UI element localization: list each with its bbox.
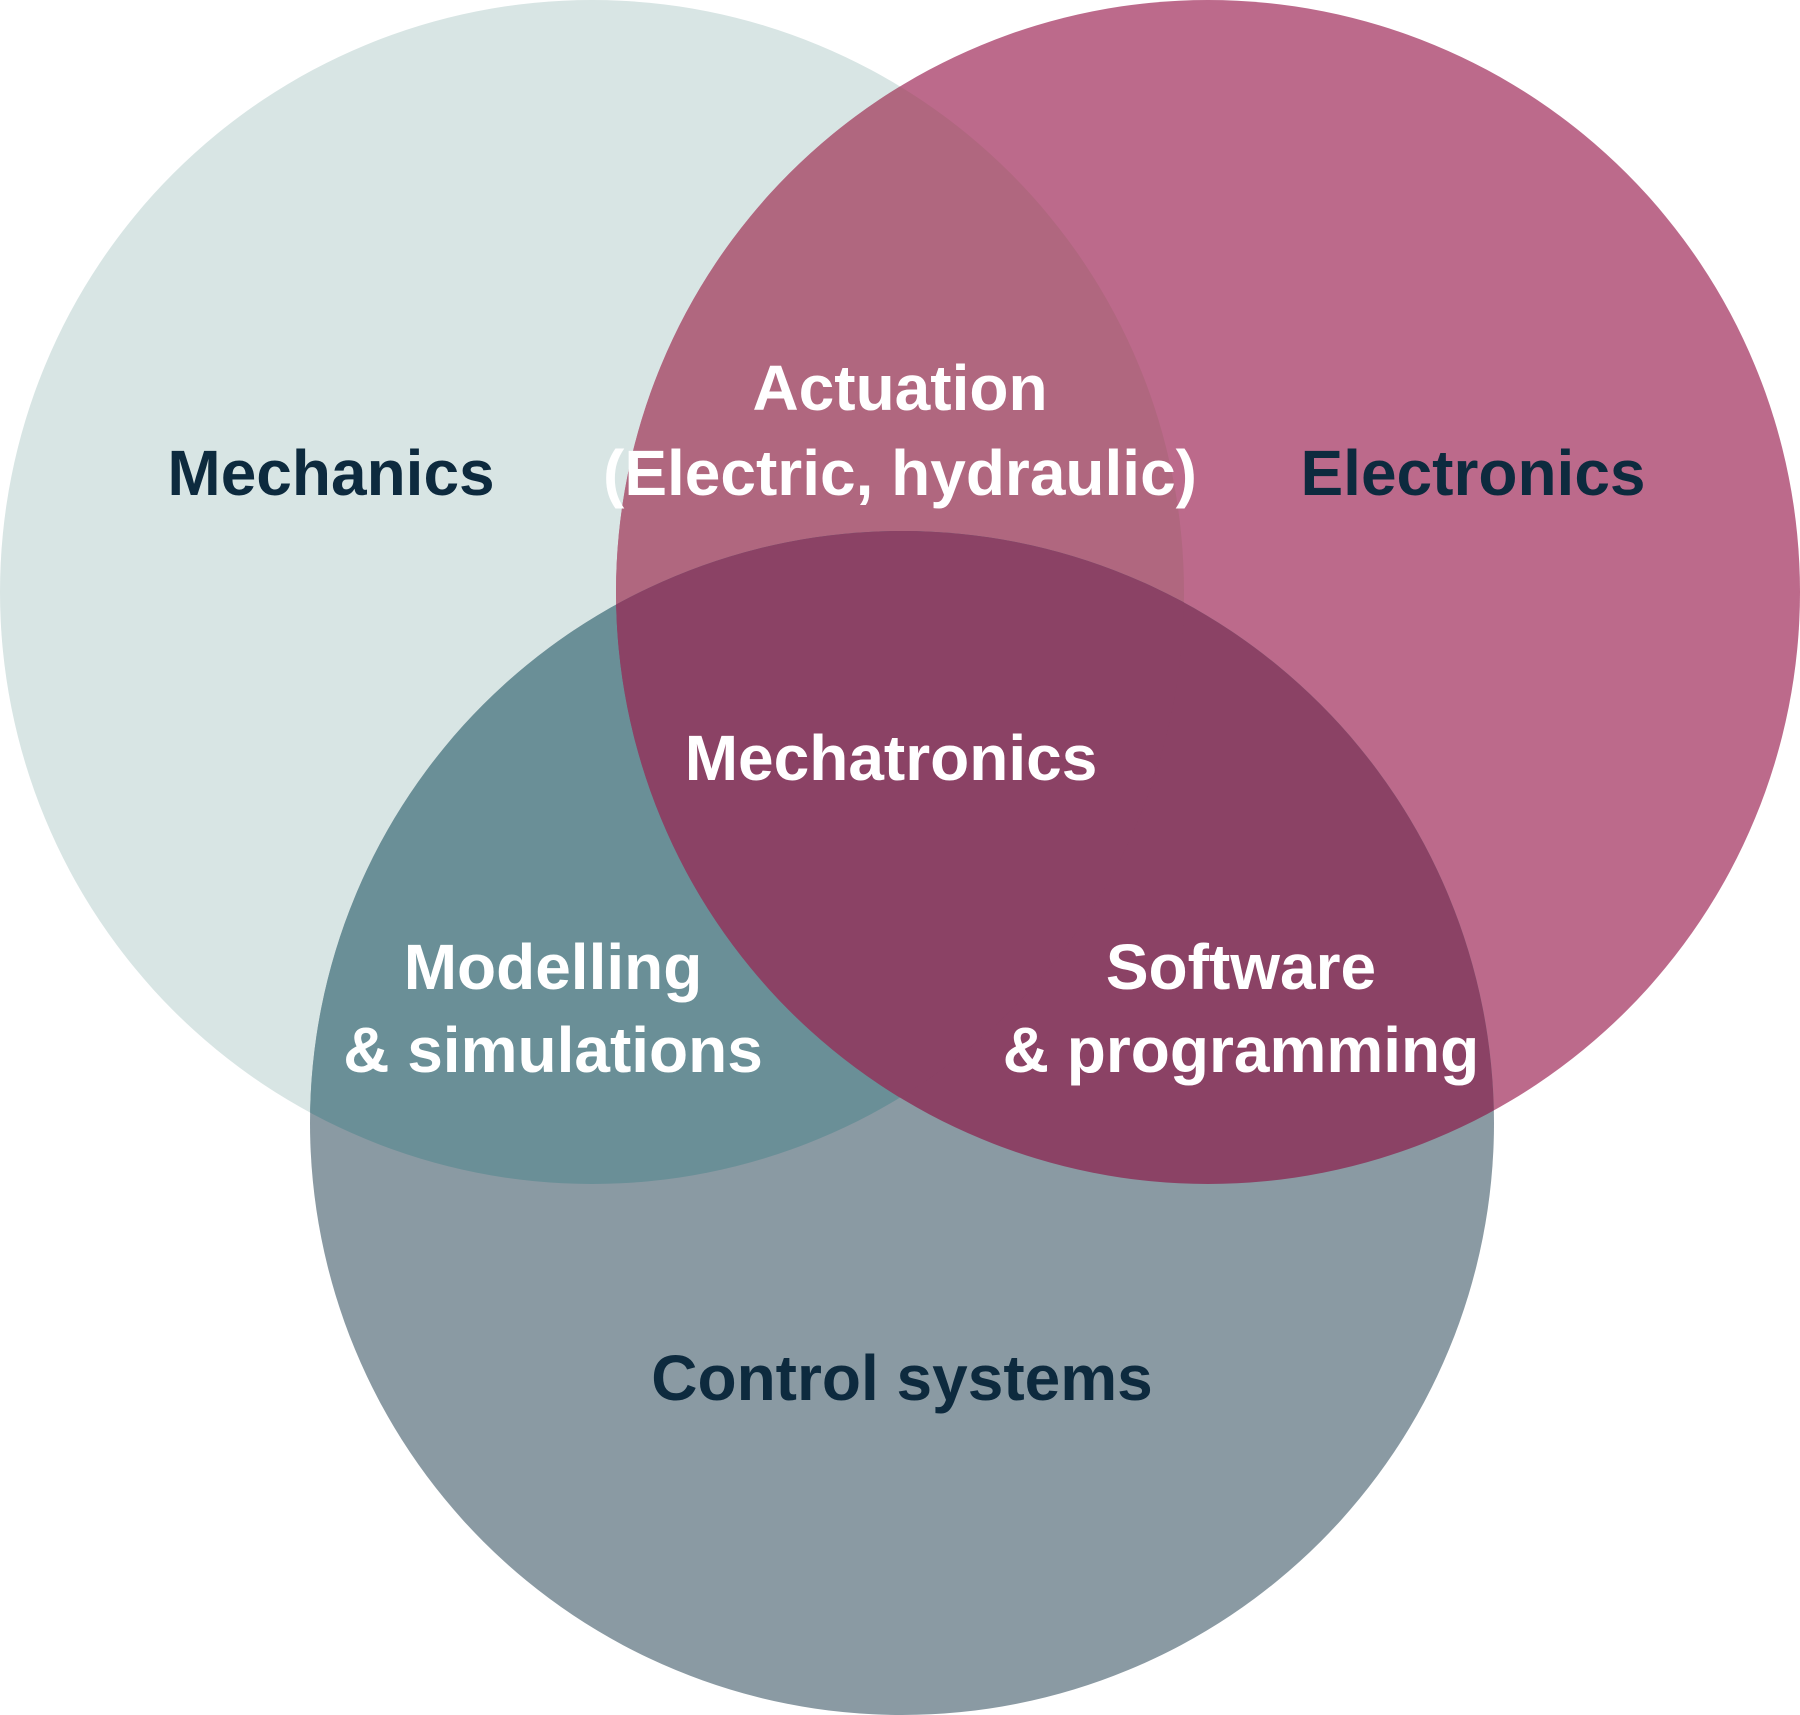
mechatronics-label: Mechatronics (685, 722, 1098, 794)
simulations-label: & simulations (343, 1014, 763, 1086)
electronics-label: Electronics (1300, 437, 1645, 509)
control-systems-label: Control systems (651, 1342, 1152, 1414)
actuation-label: Actuation (752, 352, 1047, 424)
modelling-label: Modelling (404, 931, 703, 1003)
actuation-sublabel: (Electric, hydraulic) (603, 437, 1197, 509)
mechanics-label: Mechanics (167, 437, 494, 509)
programming-label: & programming (1003, 1014, 1479, 1086)
software-label: Software (1106, 931, 1376, 1003)
